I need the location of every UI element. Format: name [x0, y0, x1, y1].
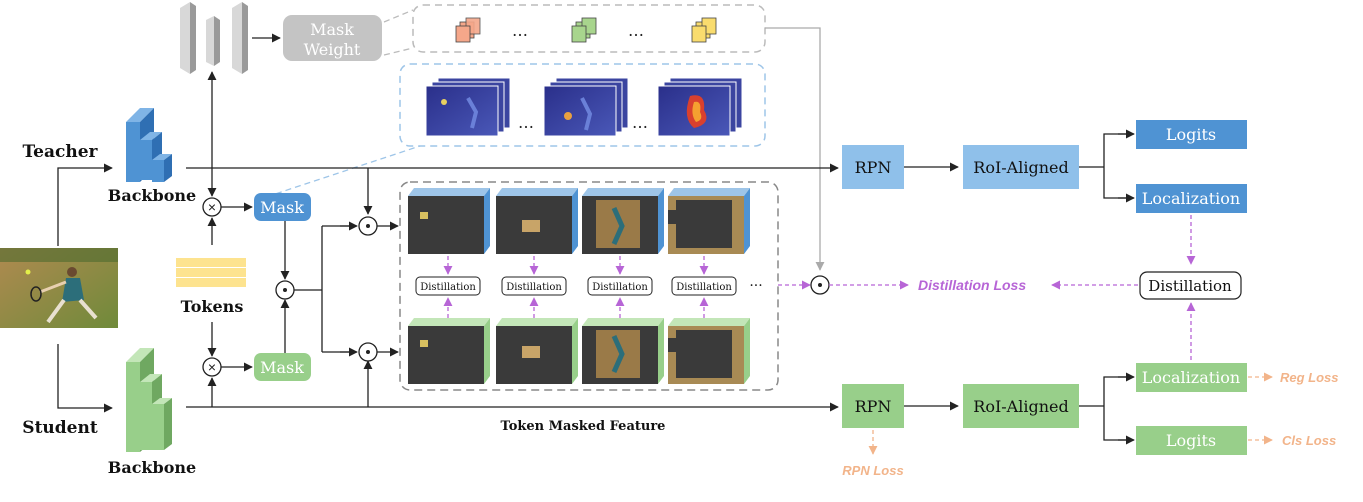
svg-text:Distillation: Distillation	[420, 282, 476, 293]
student-masked-feature-3	[582, 318, 664, 384]
student-dot-op	[358, 342, 378, 362]
svg-text:Distillation: Distillation	[592, 282, 648, 293]
heatmap-stack-1	[425, 77, 511, 137]
mask-heatmap-group: … …	[399, 63, 766, 147]
student-logits-box: Logits	[1136, 426, 1247, 455]
svg-text:Distillation: Distillation	[506, 282, 562, 293]
svg-text:Mask: Mask	[260, 198, 304, 217]
feature-distillation-box-1: Distillation	[415, 276, 481, 296]
weight-ellipsis-1: …	[512, 21, 528, 40]
tokens-label: Tokens	[181, 297, 244, 316]
mask-weight-line2: Weight	[304, 40, 361, 59]
student-backbone-label: Backbone	[108, 458, 196, 477]
mask-weight-network-icon	[180, 2, 248, 74]
feature-more-dots: ···	[749, 278, 762, 294]
weighted-dot-op	[810, 275, 830, 295]
student-feature-arrows	[186, 360, 839, 412]
weight-ellipsis-2: …	[628, 21, 644, 40]
feature-distillation-box-2: Distillation	[501, 276, 567, 296]
teacher-dot-op	[358, 216, 378, 236]
student-masked-feature-4	[668, 318, 750, 384]
cls-loss-label: Cls Loss	[1282, 433, 1336, 448]
svg-text:Distillation: Distillation	[1148, 277, 1232, 295]
teacher-masked-feature-1	[408, 188, 490, 254]
input-branch-arrows	[57, 163, 113, 413]
weight-token-green	[571, 17, 597, 43]
student-backbone-icon	[126, 348, 172, 452]
weight-token-orange	[455, 17, 481, 43]
svg-text:RoI-Aligned: RoI-Aligned	[973, 397, 1068, 416]
svg-text:Logits: Logits	[1166, 125, 1216, 144]
reg-loss-label: Reg Loss	[1280, 370, 1339, 385]
student-rpn-box: RPN	[842, 384, 904, 428]
svg-text:×: ×	[208, 359, 216, 375]
mask-weight-token-group: … …	[412, 4, 766, 53]
head-distillation-box: Distillation	[1139, 271, 1242, 300]
tokens-stack	[176, 258, 246, 287]
feature-distillation-box-3: Distillation	[587, 276, 653, 296]
svg-text:Mask: Mask	[260, 358, 304, 377]
student-masked-feature-1	[408, 318, 490, 384]
teacher-mask-box: Mask	[254, 193, 311, 221]
heatmap-ellipsis-1: …	[518, 113, 534, 132]
token-masked-feature-label: Token Masked Feature	[501, 419, 666, 434]
mask-weight-line1: Mask	[310, 20, 354, 39]
feature-distill-arrows	[443, 256, 709, 318]
weight-token-yellow	[691, 17, 717, 43]
teacher-label: Teacher	[22, 142, 98, 162]
heatmap-ellipsis-2: …	[632, 113, 648, 132]
heatmap-stack-2	[543, 77, 629, 137]
svg-text:Localization: Localization	[1142, 189, 1240, 208]
mask-dot-op	[275, 280, 295, 300]
student-label: Student	[22, 418, 98, 438]
input-image	[0, 248, 118, 328]
token-masked-feature-group: Distillation Distillation Distillation D…	[399, 181, 779, 391]
svg-text:×: ×	[208, 199, 216, 215]
teacher-rpn-box: RPN	[842, 145, 904, 189]
student-mask-box: Mask	[254, 353, 311, 381]
student-multiply-op: ×	[202, 357, 222, 377]
feature-distillation-box-4: Distillation	[671, 276, 737, 296]
teacher-roi-box: RoI-Aligned	[963, 145, 1079, 189]
student-roi-box: RoI-Aligned	[963, 384, 1079, 428]
teacher-backbone-label: Backbone	[108, 186, 196, 205]
student-masked-feature-2	[496, 318, 578, 384]
student-localization-box: Localization	[1136, 363, 1247, 392]
heatmap-stack-3	[657, 77, 743, 137]
teacher-backbone-icon	[126, 108, 172, 182]
svg-text:Distillation: Distillation	[676, 282, 732, 293]
svg-text:Logits: Logits	[1166, 431, 1216, 450]
teacher-multiply-op: ×	[202, 197, 222, 217]
svg-text:RPN: RPN	[855, 158, 892, 177]
teacher-masked-feature-2	[496, 188, 578, 254]
teacher-masked-feature-4	[668, 188, 750, 254]
svg-text:RoI-Aligned: RoI-Aligned	[973, 158, 1068, 177]
teacher-feature-arrows	[186, 71, 839, 215]
teacher-localization-box: Localization	[1136, 184, 1247, 213]
teacher-logits-box: Logits	[1136, 120, 1247, 149]
mask-weight-box: Mask Weight	[283, 15, 382, 61]
svg-text:Localization: Localization	[1142, 368, 1240, 387]
svg-text:RPN: RPN	[855, 397, 892, 416]
rpn-loss-label: RPN Loss	[842, 463, 903, 478]
teacher-masked-feature-3	[582, 188, 664, 254]
distillation-loss-label: Distillation Loss	[918, 277, 1026, 293]
